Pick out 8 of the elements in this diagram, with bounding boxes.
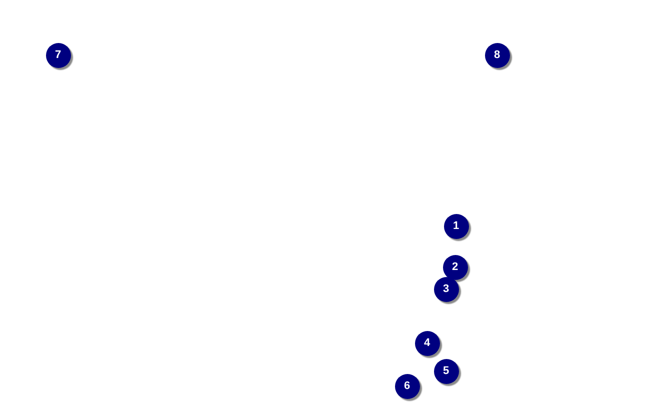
- callout-number: 8: [484, 42, 510, 68]
- callout-number: 3: [434, 276, 458, 302]
- callout-number: 6: [394, 374, 420, 398]
- callout-number: 1: [444, 214, 468, 238]
- callout-number: 2: [442, 254, 468, 280]
- callout-number: 7: [46, 42, 70, 68]
- callout-number: 5: [434, 358, 458, 384]
- callout-number: 4: [414, 330, 440, 356]
